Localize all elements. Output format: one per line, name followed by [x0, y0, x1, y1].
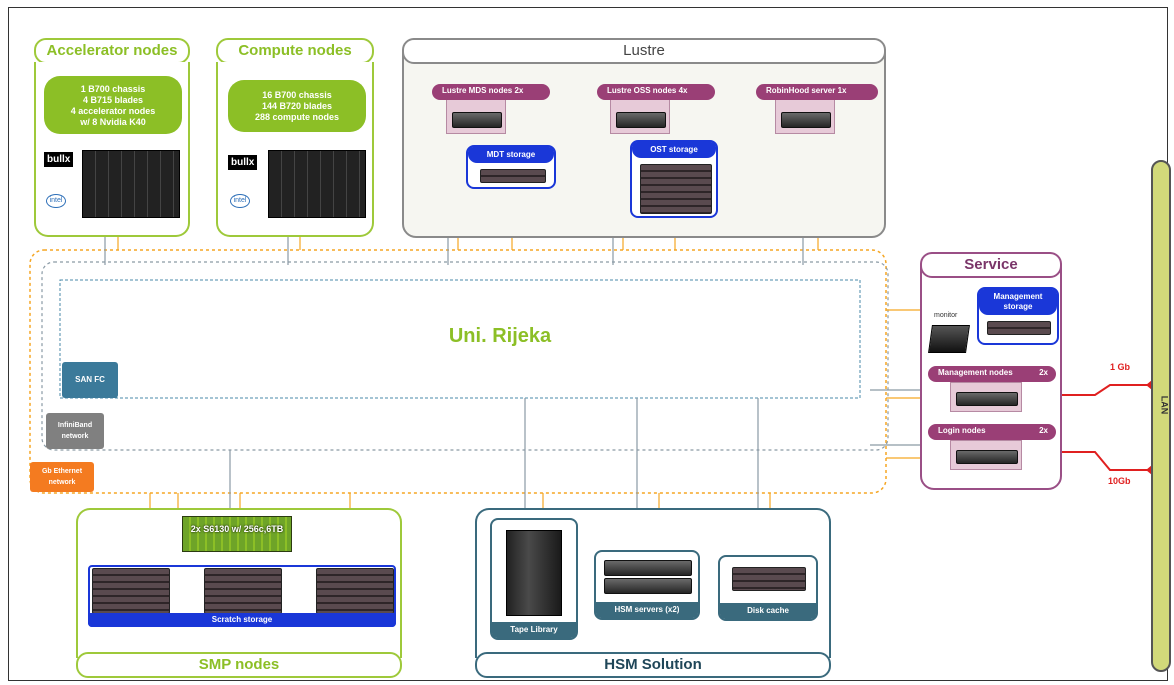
lan-bus: LAN	[1151, 160, 1171, 672]
compute-nodes-title: Compute nodes	[216, 38, 374, 64]
compute-spec-pill: 16 B700 chassis 144 B720 blades 288 comp…	[228, 80, 366, 132]
bullx-logo: bullx	[228, 155, 258, 170]
mdt-storage-unit	[480, 169, 546, 183]
hsm-server-1	[604, 560, 692, 576]
mdt-storage-label: MDT storage	[468, 147, 554, 163]
accelerator-spec-line-3: 4 accelerator nodes	[70, 106, 156, 116]
accelerator-spec-line-4: w/ 8 Nvidia K40	[80, 117, 146, 127]
oss-server	[616, 112, 666, 128]
mds-server	[452, 112, 502, 128]
login-nodes-count: 2x	[1039, 426, 1048, 435]
intel-logo-icon: intel	[46, 194, 66, 208]
compute-spec-line-3: 288 compute nodes	[254, 112, 340, 122]
compute-rack	[268, 150, 366, 218]
bullx-logo: bullx	[44, 152, 74, 167]
gb-ethernet-network-label: Gb Ethernet network	[30, 462, 94, 492]
tape-library-icon	[506, 530, 562, 616]
uni-rijeka-title: Uni. Rijeka	[448, 325, 552, 347]
ost-storage-label: OST storage	[632, 142, 716, 158]
management-storage-unit	[987, 321, 1051, 335]
robinhood-server	[781, 112, 831, 128]
san-fc-label: SAN FC	[62, 362, 118, 398]
tape-library-label: Tape Library	[492, 622, 576, 638]
lustre-oss-label: Lustre OSS nodes 4x	[597, 84, 715, 100]
accelerator-spec-line-2: 4 B715 blades	[82, 95, 144, 105]
login-server	[956, 450, 1018, 464]
management-storage-label: Management storage	[979, 289, 1057, 315]
management-storage-box: Management storage	[977, 287, 1059, 345]
hsm-solution-title: HSM Solution	[475, 652, 831, 678]
hsm-servers-box: HSM servers (x2)	[594, 550, 700, 620]
accelerator-rack	[82, 150, 180, 218]
infiniband-network-label: InfiniBand network	[46, 413, 104, 449]
mdt-storage-box: MDT storage	[466, 145, 556, 189]
scratch-storage-unit-2	[204, 568, 282, 614]
hsm-server-2	[604, 578, 692, 594]
smp-server: 2x S6130 w/ 256c,6TB	[182, 516, 292, 552]
management-nodes-label: Management nodes 2x	[928, 366, 1056, 382]
monitor-label: monitor	[934, 312, 958, 319]
lustre-mds-label: Lustre MDS nodes 2x	[432, 84, 550, 100]
intel-logo-icon: intel	[230, 194, 250, 208]
service-title: Service	[920, 252, 1062, 278]
scratch-storage-unit-1	[92, 568, 170, 614]
scratch-storage-unit-3	[316, 568, 394, 614]
disk-cache-label: Disk cache	[720, 603, 816, 619]
compute-spec-line-1: 16 B700 chassis	[262, 90, 332, 100]
management-nodes-count: 2x	[1039, 368, 1048, 377]
hsm-servers-label: HSM servers (x2)	[596, 602, 698, 618]
lustre-title: Lustre	[402, 38, 886, 64]
management-nodes-text: Management nodes	[938, 368, 1013, 377]
tape-library-box: Tape Library	[490, 518, 578, 640]
link-1gb-label: 1 Gb	[1110, 362, 1131, 372]
scratch-storage-label: Scratch storage	[88, 613, 396, 627]
link-10gb-label: 10Gb	[1108, 476, 1131, 486]
ost-storage-unit	[640, 164, 712, 214]
accelerator-nodes-title: Accelerator nodes	[34, 38, 190, 64]
robinhood-server-label: RobinHood server 1x	[756, 84, 878, 100]
management-server	[956, 392, 1018, 406]
login-nodes-text: Login nodes	[938, 426, 986, 435]
accelerator-spec-pill: 1 B700 chassis 4 B715 blades 4 accelerat…	[44, 76, 182, 134]
ost-storage-box: OST storage	[630, 140, 718, 218]
disk-cache-unit	[732, 567, 806, 591]
lan-label: LAN	[1159, 395, 1170, 415]
accelerator-spec-line-1: 1 B700 chassis	[80, 84, 146, 94]
login-nodes-label: Login nodes 2x	[928, 424, 1056, 440]
disk-cache-box: Disk cache	[718, 555, 818, 621]
compute-spec-line-2: 144 B720 blades	[261, 101, 333, 111]
monitor-icon	[928, 325, 970, 353]
smp-nodes-title: SMP nodes	[76, 652, 402, 678]
